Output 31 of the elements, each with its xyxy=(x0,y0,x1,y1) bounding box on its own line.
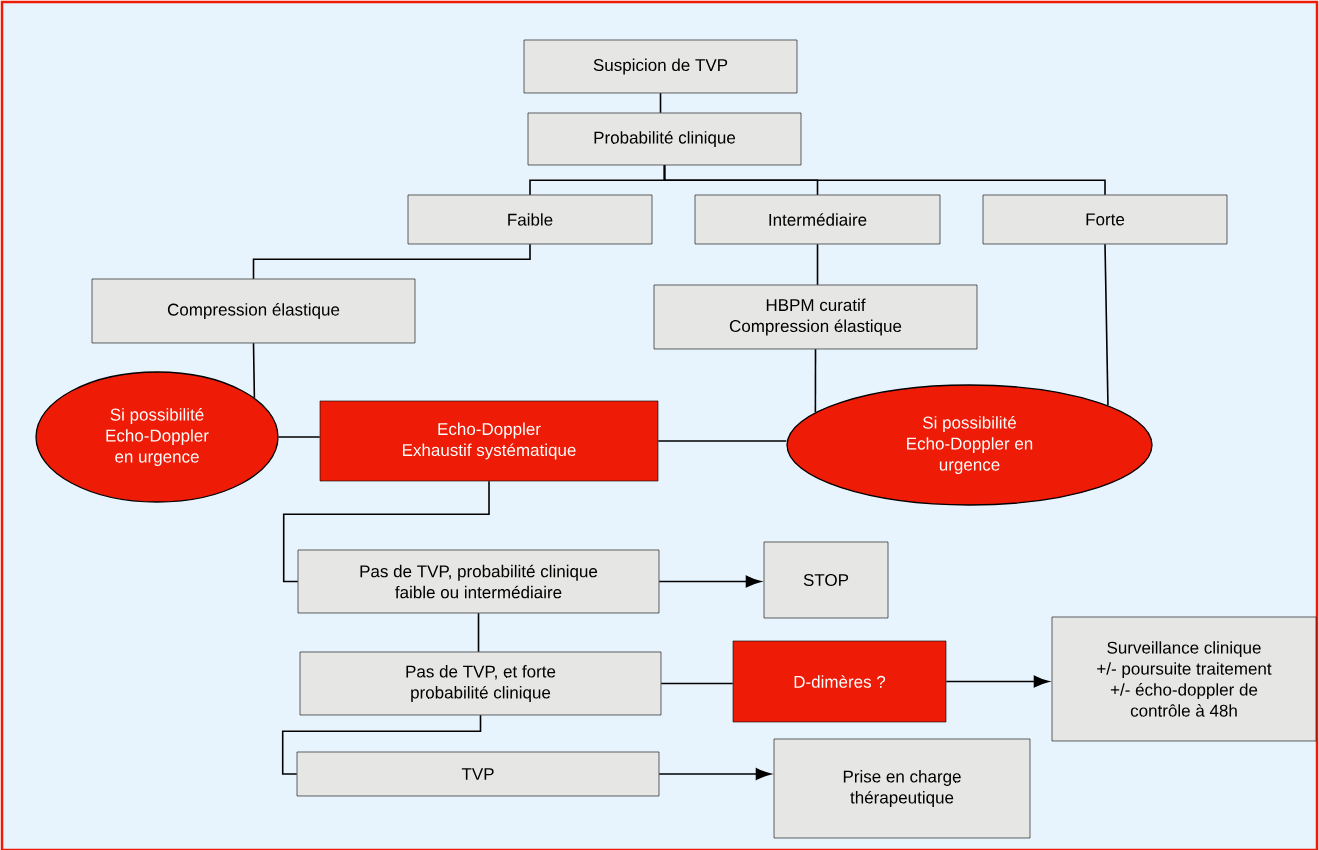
exam-box: D-dimères ? xyxy=(732,640,947,723)
process-box: TVP xyxy=(296,751,660,797)
process-box: Pas de TVP, et forte probabilité clinique xyxy=(299,651,662,716)
process-box: Intermédiaire xyxy=(694,194,941,245)
process-box: Faible xyxy=(407,194,653,245)
exam-box: Echo-Doppler Exhaustif systématique xyxy=(319,400,659,482)
process-box: HBPM curatif Compression élastique xyxy=(653,284,978,350)
connector-line xyxy=(814,348,817,414)
connector-line xyxy=(477,612,480,653)
connector-line xyxy=(816,243,819,286)
outcome-box: Surveillance clinique +/- poursuite traitement +/- écho-doppler de contrôle à 48h xyxy=(1051,616,1317,742)
arrow xyxy=(658,768,772,780)
process-box: Forte xyxy=(982,194,1228,245)
arrow xyxy=(945,675,1050,688)
process-box: Compression élastique xyxy=(91,278,416,344)
connector-line xyxy=(252,243,531,280)
connector-line xyxy=(1104,243,1109,407)
connector-line xyxy=(660,682,734,685)
process-box: Prise en charge thérapeutique xyxy=(773,738,1031,839)
arrow xyxy=(658,575,762,588)
connector-line xyxy=(277,436,321,438)
process-box: STOP xyxy=(763,541,889,619)
connector-line xyxy=(281,714,482,775)
process-box: Pas de TVP, probabilité clinique faible ou intermédiaire xyxy=(297,549,660,614)
connector-line xyxy=(657,440,788,442)
process-box: Probabilité clinique xyxy=(527,112,802,166)
connector-line xyxy=(663,164,1106,196)
connector-line xyxy=(659,92,662,114)
process-box: Suspicion de TVP xyxy=(523,39,798,94)
connector-line xyxy=(282,480,490,583)
connector-line xyxy=(252,342,256,399)
